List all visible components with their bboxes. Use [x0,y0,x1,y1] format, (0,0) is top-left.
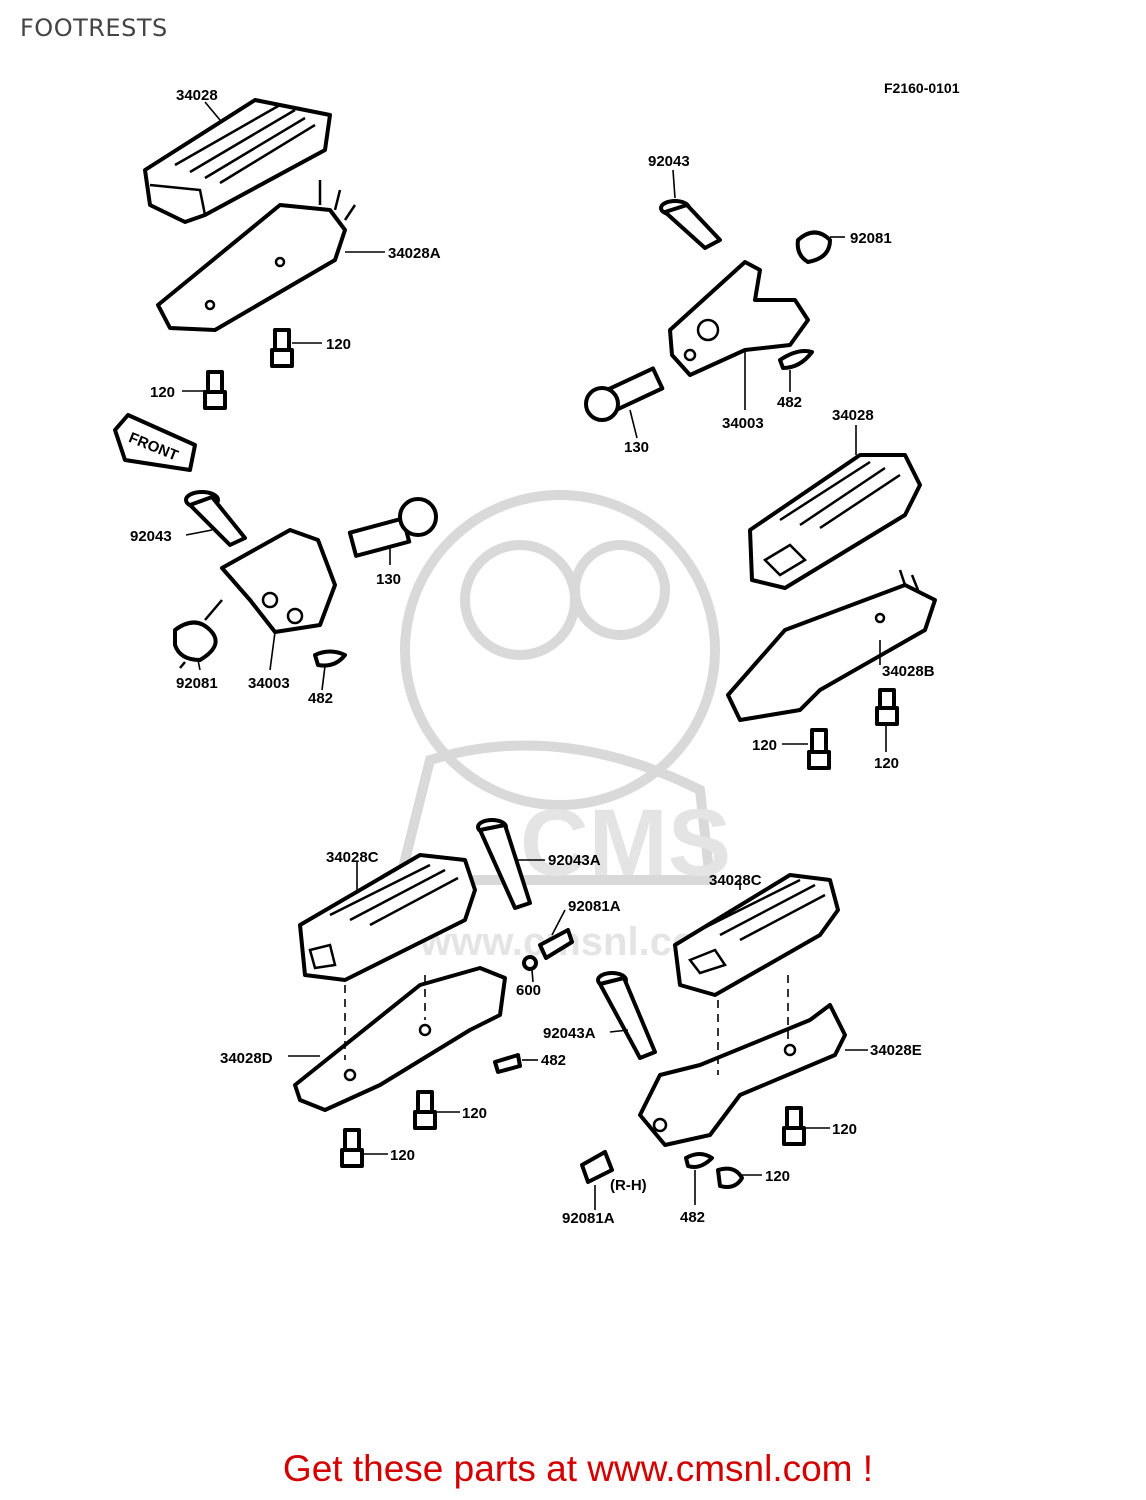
footrest-bracket-front-left [156,180,357,332]
front-arrow [113,413,197,472]
label-34028A: 34028A [388,245,441,262]
clip-482-a [313,649,347,668]
label-120-e: 120 [462,1105,487,1122]
label-120-a: 120 [326,336,351,353]
holder-34003-b [668,260,810,377]
holder-34003-a [220,528,337,634]
footrest-rubber-rear-right [748,453,922,590]
footrest-bracket-rear-right [726,569,937,722]
pin-92043A-b [596,971,657,1060]
label-34028B: 34028B [882,663,935,680]
label-600: 600 [516,982,541,999]
label-120-d: 120 [874,755,899,772]
label-92081A-a: 92081A [568,898,621,915]
bolt-120-a [270,328,294,368]
label-120-h: 120 [765,1168,790,1185]
label-120-f: 120 [390,1147,415,1164]
pin-92043-a [184,490,247,547]
watermark: CMS www.cmsnl.com [393,490,732,964]
spring-92081A-a [538,928,574,960]
label-482-d: 482 [680,1209,705,1226]
bolt-120-c [807,728,831,770]
bolt-120-e [413,1090,437,1130]
watermark-logo: CMS [520,790,731,896]
label-34028C-b: 34028C [709,872,762,889]
label-120-g: 120 [832,1121,857,1138]
label-34028-b: 34028 [832,407,874,424]
pin-92043-b [659,199,722,250]
bolt-120-f [340,1128,364,1168]
ball-600 [522,955,538,971]
bolt-120-h [716,1166,744,1189]
label-92043A-a: 92043A [548,852,601,869]
label-120-c: 120 [752,737,777,754]
label-130-b: 130 [624,439,649,456]
label-92043-a: 92043 [130,528,172,545]
leader-lines [182,101,887,1210]
label-92081-a: 92081 [176,675,218,692]
label-34003-b: 34003 [722,415,764,432]
spring-92081-a [173,599,223,669]
footrest-bracket-bottom-left [293,966,507,1112]
label-92043-b: 92043 [648,153,690,170]
label-rh: (R-H) [610,1177,647,1194]
label-482-c: 482 [541,1052,566,1069]
spring-92081A-b [580,1150,614,1184]
page-title: FOOTRESTS [20,14,168,42]
clip-482-c [493,1053,522,1074]
label-92081-b: 92081 [850,230,892,247]
footrest-rubber-bottom-right [673,873,840,997]
footrest-rubber-bottom-left [298,853,477,982]
bolt-120-g [782,1106,806,1146]
footer-cta-link[interactable]: Get these parts at www.cmsnl.com ! [282,1448,874,1489]
label-92081A-b: 92081A [562,1210,615,1227]
clip-482-d [684,1152,714,1169]
label-92043A-b: 92043A [543,1025,596,1042]
label-34003-a: 34003 [248,675,290,692]
pin-92043A-a [476,818,532,910]
bolt-130-b [584,366,665,422]
diagram-id: F2160-0101 [884,80,960,96]
label-34028D: 34028D [220,1050,273,1067]
spring-92081-b [795,230,832,264]
footrest-bracket-bottom-right [638,1003,847,1147]
clip-482-b [778,349,814,370]
label-34028C-a: 34028C [326,849,379,866]
label-482-b: 482 [777,394,802,411]
bolt-120-b [203,370,227,410]
footrest-rubber-front-left [143,98,332,224]
bolt-120-d [875,688,899,726]
label-34028E: 34028E [870,1042,922,1059]
label-130-a: 130 [376,571,401,588]
label-120-b: 120 [150,384,175,401]
label-482-a: 482 [308,690,333,707]
bolt-130-a [347,497,438,558]
label-34028-a: 34028 [176,87,218,104]
